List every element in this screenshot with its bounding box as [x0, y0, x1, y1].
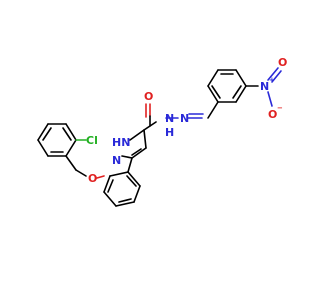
ether-linker: [75, 169, 105, 179]
atom-n-imine: N: [180, 112, 189, 125]
atom-n-nitro: N: [260, 80, 269, 93]
nitro-group: [245, 67, 282, 107]
pyrazole-ring: [121, 129, 147, 159]
atom-cl: Cl: [86, 134, 98, 147]
atom-n-pyrazole: N: [112, 154, 121, 167]
atom-h-amide: H: [165, 126, 174, 139]
phenoxy-phenyl-ring: [103, 157, 141, 207]
atom-o-nitro-top: O: [278, 56, 287, 69]
structure-svg: O N H N N + O O − HN N O Cl: [37, 56, 287, 207]
chlorobenzyl-ring: [37, 123, 87, 171]
atom-o-ether: O: [88, 172, 97, 185]
atom-o-carbonyl: O: [144, 90, 153, 103]
molecule-diagram: O N H N N + O O − HN N O Cl: [37, 56, 288, 207]
nitro-minus-charge: −: [277, 104, 283, 112]
atom-n-amide: N: [165, 112, 174, 125]
atom-nh-pyrazole: HN: [112, 136, 130, 149]
atom-o-nitro-minus: O: [268, 108, 277, 121]
nitrophenyl-ring: [207, 69, 247, 103]
amide-group: [143, 103, 157, 131]
imine-linker: [165, 101, 219, 119]
nitro-plus-charge: +: [269, 76, 275, 84]
